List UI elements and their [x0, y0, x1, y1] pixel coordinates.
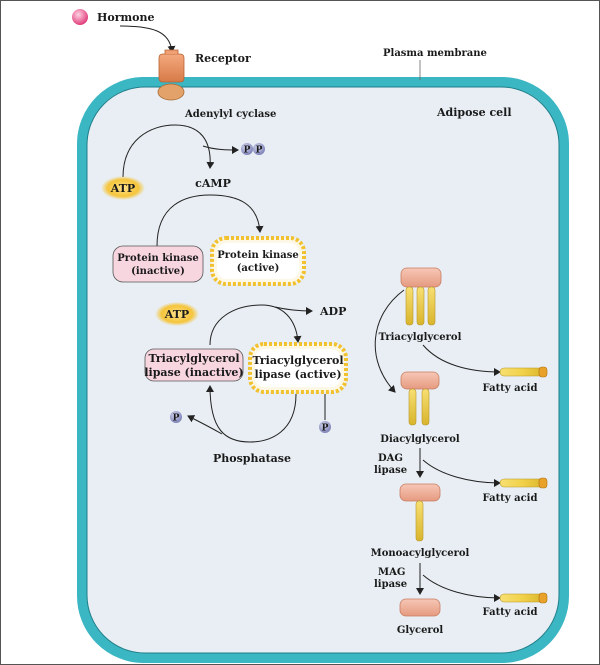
- camp-label: cAMP: [195, 177, 231, 190]
- svg-text:P: P: [173, 414, 180, 424]
- mag-lipase-line2: lipase: [374, 579, 407, 590]
- tgl-active-line2: lipase (active): [254, 368, 341, 381]
- receptor: [158, 49, 185, 83]
- lipase-phosphorylation-arrow: [209, 304, 302, 346]
- phosphatase-label: Phosphatase: [213, 452, 291, 465]
- svg-text:P: P: [322, 424, 329, 434]
- fatty-acid-release-arrow-1: [422, 344, 501, 376]
- receptor-label: Receptor: [195, 52, 251, 65]
- glycerol-molecule: [399, 598, 441, 617]
- tg-lipase-inactive: Triacylglycerol lipase (inactive): [144, 348, 244, 382]
- pyrophosphate: P P: [241, 143, 265, 156]
- phosphate-on-lipase: P: [319, 421, 331, 434]
- mag-lipase-line1: MAG: [378, 567, 405, 578]
- svg-text:P: P: [256, 146, 263, 156]
- fatty-acid-label-3: Fatty acid: [483, 607, 538, 618]
- diacylglycerol-molecule: [400, 371, 440, 426]
- adp-release-arrow: [274, 306, 313, 315]
- diacylglycerol-label: Diacylglycerol: [380, 434, 460, 445]
- pk-inactive-line1: Protein kinase: [117, 253, 198, 264]
- monoacylglycerol-molecule: [399, 483, 441, 542]
- pk-active-line1: Protein kinase: [217, 250, 298, 261]
- atp-label-mid: ATP: [164, 308, 189, 321]
- hormone-molecule: [72, 9, 88, 25]
- phosphate-release-arrow: [187, 415, 223, 435]
- pyrophosphate-release-arrow: [202, 145, 239, 154]
- tgl-active-line1: Triacylglycerol: [252, 354, 343, 367]
- tgl-inactive-line2: lipase (inactive): [144, 366, 243, 379]
- triacylglycerol-label: Triacylglycerol: [379, 332, 462, 343]
- glycerol-label: Glycerol: [397, 625, 444, 636]
- membrane-inner-edge: [86, 86, 560, 654]
- svg-text:P: P: [244, 146, 251, 156]
- dag-lipase-line2: lipase: [374, 465, 407, 476]
- fatty-acid-2: [499, 477, 548, 489]
- atp-glow-top: [101, 176, 145, 200]
- kinase-activation-arrow: [156, 194, 264, 247]
- triacylglycerol-molecule: [400, 267, 442, 326]
- hormone-label: Hormone: [97, 11, 155, 24]
- protein-kinase-active: Protein kinase (active): [210, 236, 306, 286]
- hormone-arrow: [119, 25, 176, 53]
- tg-lipase-active: Triacylglycerol lipase (active): [248, 342, 348, 394]
- pk-active-line2: (active): [237, 263, 280, 274]
- tgl-inactive-line1: Triacylglycerol: [148, 352, 239, 365]
- atp-glow-mid: [155, 302, 199, 326]
- fatty-acid-release-arrow-3: [422, 574, 501, 602]
- adenylyl-cyclase-label: Adenylyl cyclase: [184, 109, 276, 120]
- atp-label-top: ATP: [110, 182, 135, 195]
- atp-to-camp-arrow: [122, 124, 215, 178]
- fatty-acid-3: [499, 592, 548, 604]
- fatty-acid-1: [499, 366, 548, 378]
- fatty-acid-label-1: Fatty acid: [483, 383, 538, 394]
- fatty-acid-release-arrow-2: [422, 459, 501, 487]
- pk-inactive-line2: (inactive): [131, 266, 185, 277]
- protein-kinase-inactive: Protein kinase (inactive): [112, 245, 204, 283]
- dephosphorylation-arrow: [206, 385, 297, 443]
- plasma-membrane-label: Plasma membrane: [383, 48, 487, 59]
- monoacylglycerol-label: Monoacylglycerol: [371, 548, 470, 559]
- adenylyl-cyclase: [157, 83, 185, 101]
- released-phosphate: P: [170, 411, 182, 424]
- tag-to-dag-arrow: [374, 289, 405, 393]
- adipose-cell-label: Adipose cell: [436, 106, 512, 119]
- dag-lipase-line1: DAG: [378, 453, 403, 464]
- fatty-acid-label-2: Fatty acid: [483, 493, 538, 504]
- adp-label: ADP: [319, 305, 346, 318]
